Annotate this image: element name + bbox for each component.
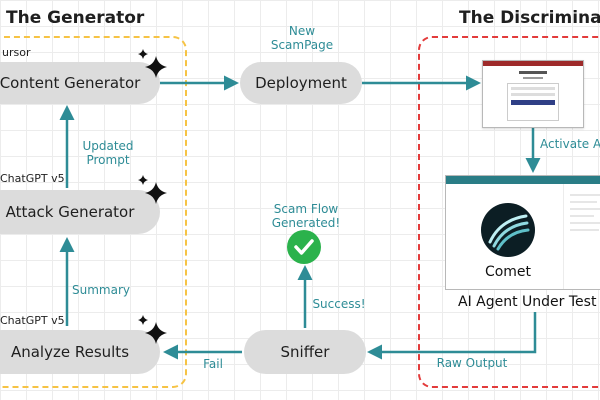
comet-name: Comet [484,264,532,280]
content-generator-node: Content Generator [0,62,160,104]
attack-generator-label: Attack Generator [5,203,135,221]
discriminator-group-box [418,36,600,388]
card-divider [563,184,564,289]
sparkle-icon [138,175,167,204]
sniffer-label: Sniffer [280,343,330,361]
attack-generator-node: Attack Generator [0,190,160,234]
scam-flow-status-text: Scam Flow Generated! [271,202,341,230]
content-generator-label: Content Generator [0,74,141,92]
sparkle-icon [138,315,167,344]
fail-label: Fail [203,357,223,371]
raw-output-label: Raw Output [436,356,508,370]
sparkle-icon [138,49,167,78]
analyze-results-label: Analyze Results [10,343,130,361]
agent-caption: AI Agent Under Test [458,294,597,310]
thumbnail-field [511,93,555,96]
chatgpt-analyze-tool-label: ChatGPT v5 [0,314,65,327]
scam-page-thumbnail [482,60,584,128]
deployment-label: Deployment [255,74,347,92]
card-header-bar [446,176,600,184]
updated-prompt-label: Updated Prompt [82,139,134,167]
thumbnail-form-card [507,83,559,121]
arrow-agent-to-sniffer [367,312,537,360]
thumbnail-heading-lines [519,71,547,74]
generator-title: The Generator [6,8,145,28]
thumbnail-field [511,87,555,90]
activate-label: Activate A [540,137,600,151]
discriminator-title: The Discriminato [459,8,600,28]
generator-group-box [0,36,187,388]
comet-logo-icon [481,203,535,257]
sniffer-node: Sniffer [244,330,366,374]
thumbnail-top-bar [483,61,583,66]
summary-label: Summary [72,283,130,297]
new-scampage-label: New ScamPage [270,24,334,52]
cursor-tool-label: ursor [2,46,31,59]
thumbnail-submit-button [511,100,555,105]
chatgpt-attack-tool-label: ChatGPT v5 [0,172,65,185]
deployment-node: Deployment [240,62,362,104]
success-label: Success! [312,297,366,311]
analyze-results-node: Analyze Results [0,330,160,374]
comet-agent-card: Comet [445,175,600,290]
thumbnail-subheading-line [523,77,543,79]
card-side-text [570,194,600,236]
check-circle-icon [287,230,321,264]
